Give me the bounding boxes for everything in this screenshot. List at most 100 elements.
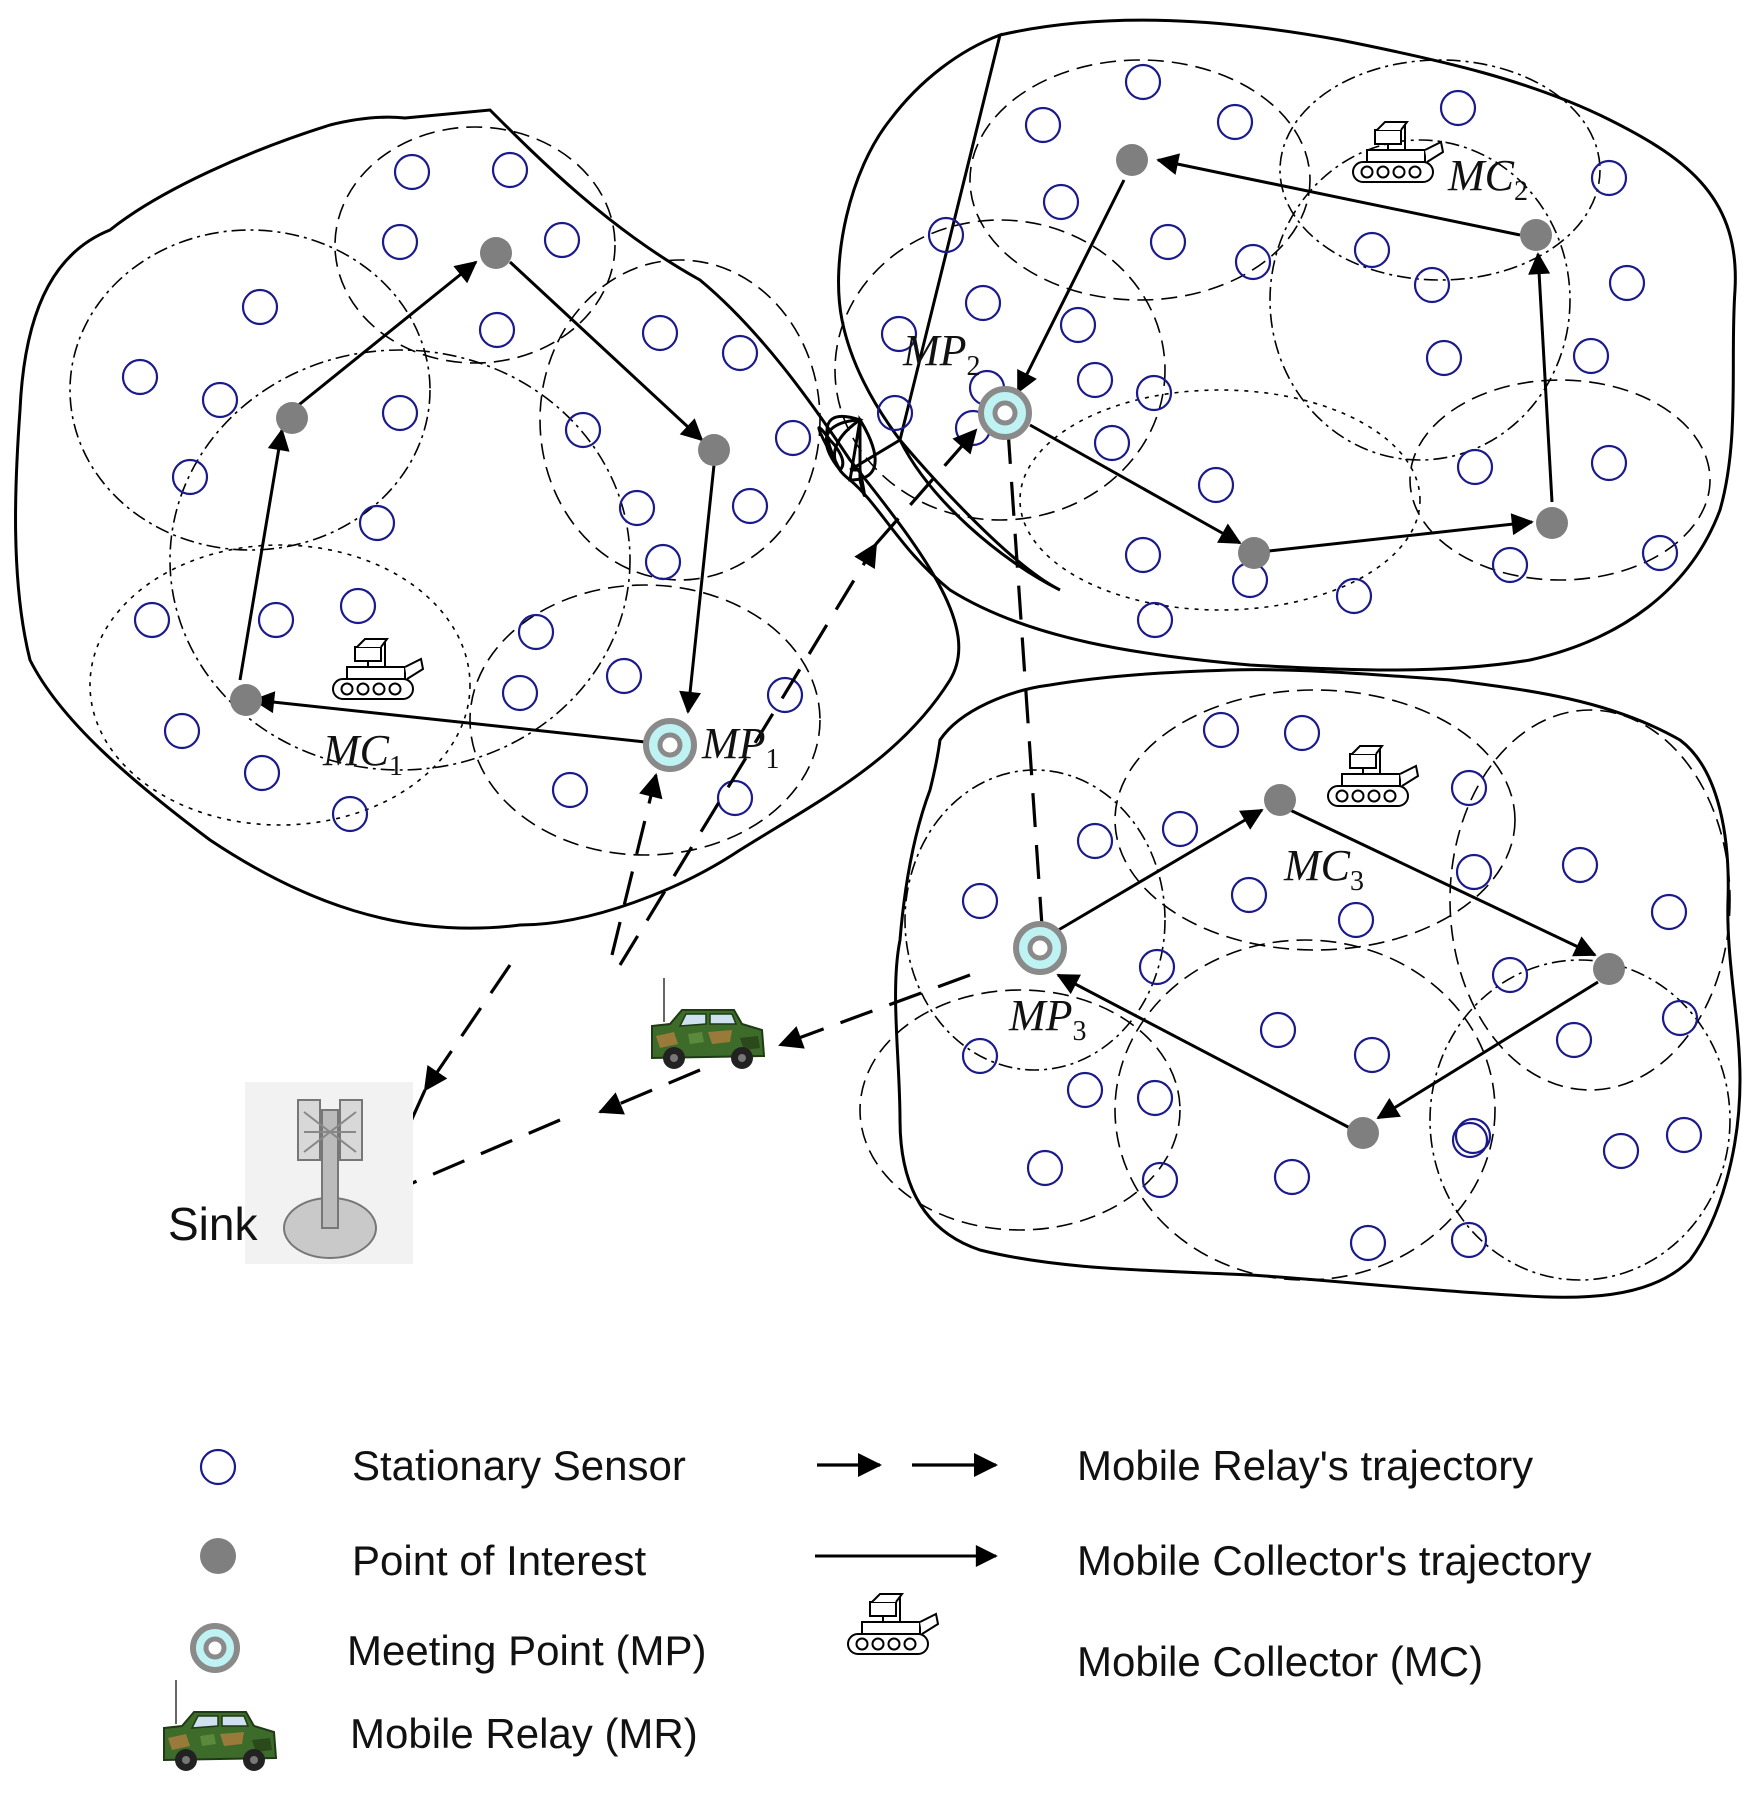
mobile-collector-1-icon: [332, 638, 424, 700]
stationary-sensor: [644, 543, 682, 581]
stationary-sensor: [121, 358, 159, 396]
stationary-sensor: [201, 381, 239, 419]
stationary-sensor: [721, 334, 759, 372]
stationary-sensor: [1230, 876, 1268, 914]
stationary-sensor: [1413, 266, 1451, 304]
sub-regions-cluster-1: [69, 126, 821, 856]
stationary-sensor: [1353, 1036, 1391, 1074]
sink-tower-icon: [245, 1082, 413, 1264]
stationary-sensor: [766, 676, 804, 714]
stationary-sensor: [876, 394, 914, 432]
point-of-interest: [480, 237, 512, 269]
cluster-boundary-2: [817, 18, 1737, 672]
relay-trajectory: [378, 428, 1056, 1199]
mp1-label: MP1: [701, 719, 780, 775]
stationary-sensor: [1661, 999, 1699, 1037]
points-of-interest: [230, 144, 1625, 1149]
point-of-interest: [1238, 537, 1270, 569]
stationary-sensor: [1149, 223, 1187, 261]
stationary-sensor: [1590, 444, 1628, 482]
stationary-sensor: [339, 587, 377, 625]
cluster-boundary-3: [894, 668, 1742, 1299]
stationary-sensor: [618, 489, 656, 527]
sub-regions-cluster-3: [859, 689, 1731, 1281]
stationary-sensor: [517, 613, 555, 651]
sink-label: Sink: [168, 1198, 258, 1250]
point-of-interest: [1520, 219, 1552, 251]
stationary-sensor: [551, 771, 589, 809]
stationary-sensor: [1439, 89, 1477, 127]
stationary-sensor: [241, 288, 279, 326]
meeting-point-1: [643, 718, 697, 772]
stationary-sensor: [1353, 231, 1391, 269]
mc1-label: MC1: [322, 726, 403, 782]
point-of-interest: [698, 434, 730, 466]
stationary-sensor: [1650, 893, 1688, 931]
stationary-sensor: [731, 487, 769, 525]
stationary-sensor: [1024, 106, 1062, 144]
stationary-sensor: [1455, 853, 1493, 891]
stationary-sensor: [1161, 810, 1199, 848]
legend-relay-trajectory: Mobile Relay's trajectory: [1077, 1442, 1533, 1489]
stationary-sensor: [1561, 846, 1599, 884]
stationary-sensor: [171, 458, 209, 496]
legend: Stationary Sensor Point of Interest Meet…: [163, 1442, 1592, 1772]
stationary-sensor: [501, 674, 539, 712]
stationary-sensor: [1042, 183, 1080, 221]
stationary-sensor: [564, 411, 602, 449]
stationary-sensor: [1665, 1116, 1703, 1154]
stationary-sensor: [1454, 1117, 1492, 1155]
stationary-sensor: [1491, 956, 1529, 994]
sub-regions-cluster-2: [834, 59, 1711, 611]
point-of-interest: [276, 402, 308, 434]
stationary-sensor: [381, 394, 419, 432]
stationary-sensor: [716, 779, 754, 817]
stationary-sensor: [1059, 306, 1097, 344]
stationary-sensor: [257, 601, 295, 639]
stationary-sensor: [331, 795, 369, 833]
legend-stationary-sensor: Stationary Sensor: [352, 1442, 686, 1489]
stationary-sensor: [1602, 1132, 1640, 1170]
mobile-collector-3-icon: [1327, 745, 1419, 807]
stationary-sensor: [1590, 159, 1628, 197]
legend-poi-icon: [200, 1538, 236, 1574]
point-of-interest: [1536, 507, 1568, 539]
stationary-sensor: [358, 504, 396, 542]
collector-trajectory-1: [238, 260, 716, 744]
meeting-point-2: [978, 386, 1032, 440]
stationary-sensor: [774, 419, 812, 457]
stationary-sensor: [1124, 63, 1162, 101]
stationary-sensor: [964, 284, 1002, 322]
stationary-sensor: [1141, 1161, 1179, 1199]
legend-meeting-point: Meeting Point (MP): [347, 1627, 706, 1674]
stationary-sensor: [1335, 577, 1373, 615]
stationary-sensor: [1216, 103, 1254, 141]
stationary-sensor: [543, 221, 581, 259]
mp2-label: MP2: [902, 326, 981, 382]
mobile-relay-icon: [651, 977, 765, 1070]
stationary-sensor: [491, 151, 529, 189]
stationary-sensor: [1076, 361, 1114, 399]
legend-collector-trajectory: Mobile Collector's trajectory: [1077, 1537, 1592, 1584]
legend-mobile-collector: Mobile Collector (MC): [1077, 1638, 1483, 1685]
stationary-sensor: [1124, 536, 1162, 574]
stationary-sensor: [1456, 448, 1494, 486]
point-of-interest: [1593, 953, 1625, 985]
legend-mobile-relay: Mobile Relay (MR): [350, 1710, 698, 1757]
stationary-sensor: [1093, 424, 1131, 462]
point-of-interest: [1347, 1117, 1379, 1149]
stationary-sensor: [1202, 711, 1240, 749]
stationary-sensor: [1450, 769, 1488, 807]
mc3-label: MC3: [1283, 841, 1364, 897]
stationary-sensor: [641, 314, 679, 352]
stationary-sensor: [478, 311, 516, 349]
point-of-interest: [1264, 784, 1296, 816]
stationary-sensor: [381, 223, 419, 261]
stationary-sensor: [1234, 243, 1272, 281]
stationary-sensor: [961, 882, 999, 920]
mp3-label: MP3: [1008, 991, 1087, 1047]
stationary-sensor: [1349, 1224, 1387, 1262]
stationary-sensor: [1076, 822, 1114, 860]
legend-point-of-interest: Point of Interest: [352, 1537, 646, 1584]
